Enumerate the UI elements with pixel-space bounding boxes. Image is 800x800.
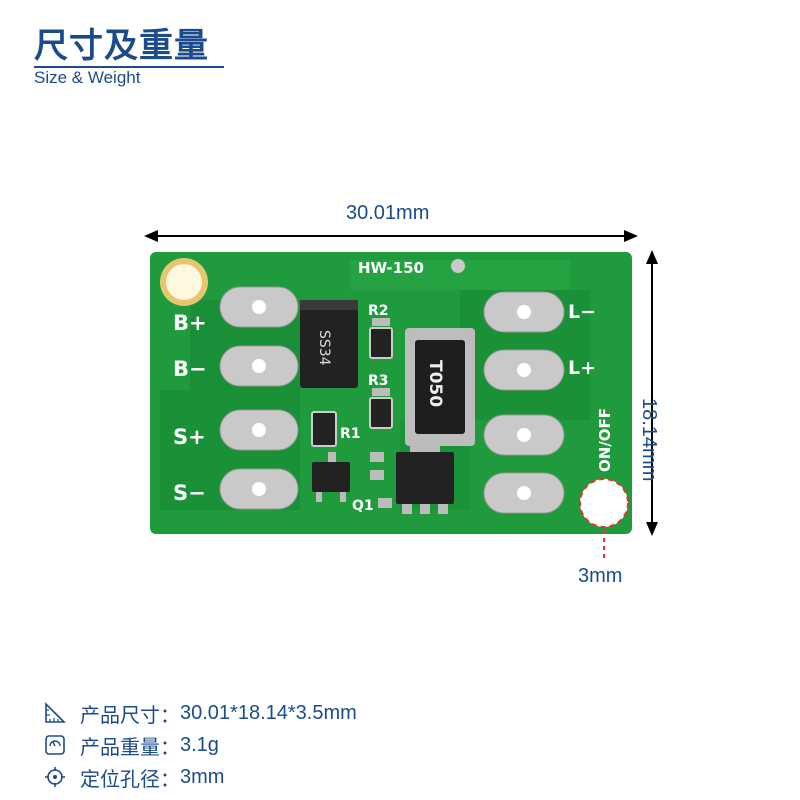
switch-label: ON/OFF (596, 408, 614, 472)
resistor-r2 (369, 327, 393, 359)
diode-marking: SS34 (316, 330, 332, 366)
page-subtitle: Size & Weight (34, 68, 141, 87)
spec-row-size: 产品尺寸： 30.01*18.14*3.5mm (80, 698, 357, 728)
mosfet-component (396, 442, 454, 514)
label-r2: R2 (368, 303, 389, 319)
mounting-hole-highlight (579, 478, 629, 528)
spec-row-hole: 定位孔径： 3mm (80, 762, 224, 792)
left-pads (219, 286, 299, 510)
label-r1: R1 (340, 426, 361, 442)
title-underline (34, 66, 224, 68)
label-q1: Q1 (352, 498, 374, 514)
spec-label: 定位孔径： (80, 766, 180, 791)
crosshair-icon (45, 767, 65, 787)
pad-label-s-minus: S− (173, 481, 206, 505)
pcb-board: HW-150 B+ B− S+ S− L− L+ ON/ (150, 252, 632, 534)
page-title: 尺寸及重量 (34, 26, 209, 66)
transistor-q1 (312, 452, 350, 502)
height-dimension-label: 18.14mm (638, 398, 660, 482)
spec-label: 产品重量： (80, 734, 180, 759)
scale-icon (45, 735, 65, 755)
hole-dimension-label: 3mm (578, 565, 623, 587)
ruler-icon (45, 702, 66, 723)
right-pads (483, 291, 565, 514)
spec-row-weight: 产品重量： 3.1g (80, 730, 219, 760)
pad-label-l-plus: L+ (568, 357, 596, 379)
spec-label: 产品尺寸： (80, 702, 180, 727)
resistor-r1 (311, 411, 337, 447)
pad-label-l-minus: L− (568, 301, 596, 323)
height-dimension-arrow (646, 250, 658, 536)
pad-label-b-minus: B− (173, 357, 207, 381)
pad-label-s-plus: S+ (173, 425, 206, 449)
width-dimension-arrow (144, 230, 638, 242)
resistor-r3 (369, 397, 393, 429)
spec-value: 3.1g (180, 733, 219, 756)
label-r3: R3 (368, 373, 389, 389)
board-model-label: HW-150 (358, 259, 424, 277)
spec-value: 3mm (180, 765, 225, 788)
inductor-component: T050 (405, 328, 475, 446)
inductor-marking: T050 (425, 360, 445, 407)
diode-component: SS34 (300, 300, 358, 388)
pad-label-b-plus: B+ (173, 311, 207, 335)
spec-value: 30.01*18.14*3.5mm (180, 701, 357, 724)
width-dimension-label: 30.01mm (346, 202, 430, 224)
